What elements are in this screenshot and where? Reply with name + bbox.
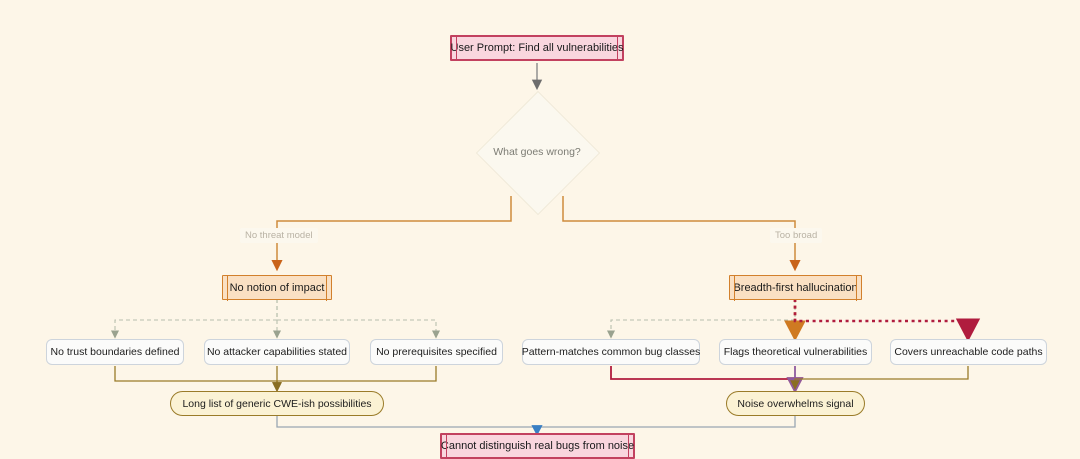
node-decision-what-goes-wrong[interactable]: What goes wrong? [462, 90, 612, 216]
node-no-prerequisites-specified[interactable]: No prerequisites specified [370, 339, 503, 365]
edge-breadth-pattern [606, 299, 796, 339]
edge-unreachable-noise [790, 366, 969, 390]
node-label: Covers unreachable code paths [894, 346, 1043, 358]
edge-label-text: Too broad [775, 230, 818, 241]
node-label: Cannot distinguish real bugs from noise [440, 440, 635, 452]
node-label: Flags theoretical vulnerabilities [723, 346, 868, 358]
edge-label-text: No threat model [245, 230, 313, 241]
node-label: Pattern-matches common bug classes [521, 346, 701, 358]
node-label: User Prompt: Find all vulnerabilities [450, 42, 624, 54]
edge-impact-prereq [276, 299, 441, 339]
node-cannot-distinguish-real-bugs-from-noise[interactable]: Cannot distinguish real bugs from noise [440, 433, 635, 459]
edge-cwelist-conclusion [276, 415, 543, 436]
node-long-list-of-generic-cwe-possibilities[interactable]: Long list of generic CWE-ish possibiliti… [170, 391, 384, 416]
node-noise-overwhelms-signal[interactable]: Noise overwhelms signal [726, 391, 865, 416]
node-label: What goes wrong? [493, 146, 581, 158]
node-no-attacker-capabilities-stated[interactable]: No attacker capabilities stated [204, 339, 350, 365]
node-no-trust-boundaries-defined[interactable]: No trust boundaries defined [46, 339, 184, 365]
edge-noise-conclusion [531, 415, 796, 436]
node-label: No trust boundaries defined [50, 346, 180, 358]
node-user-prompt[interactable]: User Prompt: Find all vulnerabilities [450, 35, 624, 61]
edge-trust-cwelist [114, 366, 282, 392]
node-label: Long list of generic CWE-ish possibiliti… [182, 397, 372, 410]
node-label: No notion of impact [229, 281, 325, 294]
node-breadth-first-hallucination[interactable]: Breadth-first hallucination [729, 274, 862, 301]
edge-prereq-cwelist [272, 366, 437, 392]
node-label: Breadth-first hallucination [733, 281, 858, 294]
node-no-notion-of-impact[interactable]: No notion of impact [222, 274, 332, 301]
edge-label-too-broad: Too broad [770, 228, 823, 243]
edge-breadth-unreachable [793, 299, 981, 342]
node-label: Noise overwhelms signal [737, 397, 854, 410]
node-pattern-matches-common-bug-classes[interactable]: Pattern-matches common bug classes [522, 339, 700, 365]
edge-pattern-noise [610, 366, 804, 394]
edge-label-no-threat-model: No threat model [240, 228, 318, 243]
node-flags-theoretical-vulnerabilities[interactable]: Flags theoretical vulnerabilities [719, 339, 872, 365]
edge-impact-trust [110, 299, 278, 339]
node-label: No prerequisites specified [376, 346, 497, 358]
node-covers-unreachable-code-paths[interactable]: Covers unreachable code paths [890, 339, 1047, 365]
node-label: No attacker capabilities stated [206, 346, 348, 358]
